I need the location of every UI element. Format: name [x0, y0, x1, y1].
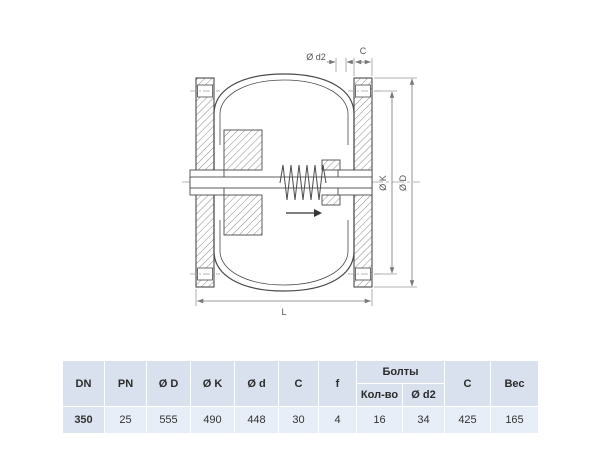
seat-section-bottom [321, 194, 341, 206]
guide-section-bottom [223, 194, 263, 236]
value-d-outer: 555 [146, 406, 191, 434]
flow-arrow-head [314, 209, 322, 217]
header-k: Ø K [190, 360, 235, 407]
value-dn: 350 [62, 406, 105, 434]
body-inner-wall-top [219, 79, 349, 145]
header-pn: PN [104, 360, 147, 407]
value-d-inner: 448 [234, 406, 279, 434]
header-f: f [318, 360, 357, 407]
header-d-inner: Ø d [234, 360, 279, 407]
guide-section-top [223, 129, 263, 171]
header-row-1: DN PN Ø D Ø K Ø d C f Болты C Вес [62, 360, 539, 407]
spec-table: DN PN Ø D Ø K Ø d C f Болты C Вес Кол-во… [62, 360, 539, 434]
value-bolts-count: 16 [356, 406, 403, 434]
valve-drawing-svg: C Ø d2 Ø K Ø D L [182, 46, 420, 317]
dim-label-c: C [360, 46, 367, 56]
data-row: 350 25 555 490 448 30 4 16 34 425 165 [62, 406, 539, 434]
value-pn: 25 [104, 406, 147, 434]
body-inner-wall-bottom [219, 220, 349, 286]
value-k: 490 [190, 406, 235, 434]
seat-section-top [321, 159, 341, 171]
value-weight: 165 [490, 406, 539, 434]
header-row-2: Кол-во Ø d2 [63, 383, 539, 407]
header-weight: Вес [490, 360, 539, 407]
header-bolts-count: Кол-во [356, 383, 403, 407]
value-f: 4 [318, 406, 357, 434]
header-d-outer: Ø D [146, 360, 191, 407]
value-c: 30 [278, 406, 319, 434]
dim-label-k: Ø K [378, 175, 388, 191]
dimension-table-container: DN PN Ø D Ø K Ø d C f Болты C Вес Кол-во… [62, 360, 539, 434]
header-c: C [278, 360, 319, 407]
value-c2: 425 [444, 406, 491, 434]
spring [279, 164, 327, 201]
dim-label-d2: Ø d2 [306, 52, 326, 62]
dim-label-l: L [281, 307, 286, 317]
dim-label-d: Ø D [398, 175, 408, 192]
header-bolts: Болты [356, 360, 445, 384]
valve-section-drawing: C Ø d2 Ø K Ø D L [182, 46, 420, 317]
value-bolts-d2: 34 [402, 406, 445, 434]
header-c2: C [444, 360, 491, 407]
header-dn: DN [62, 360, 105, 407]
header-bolts-d2: Ø d2 [402, 383, 445, 407]
